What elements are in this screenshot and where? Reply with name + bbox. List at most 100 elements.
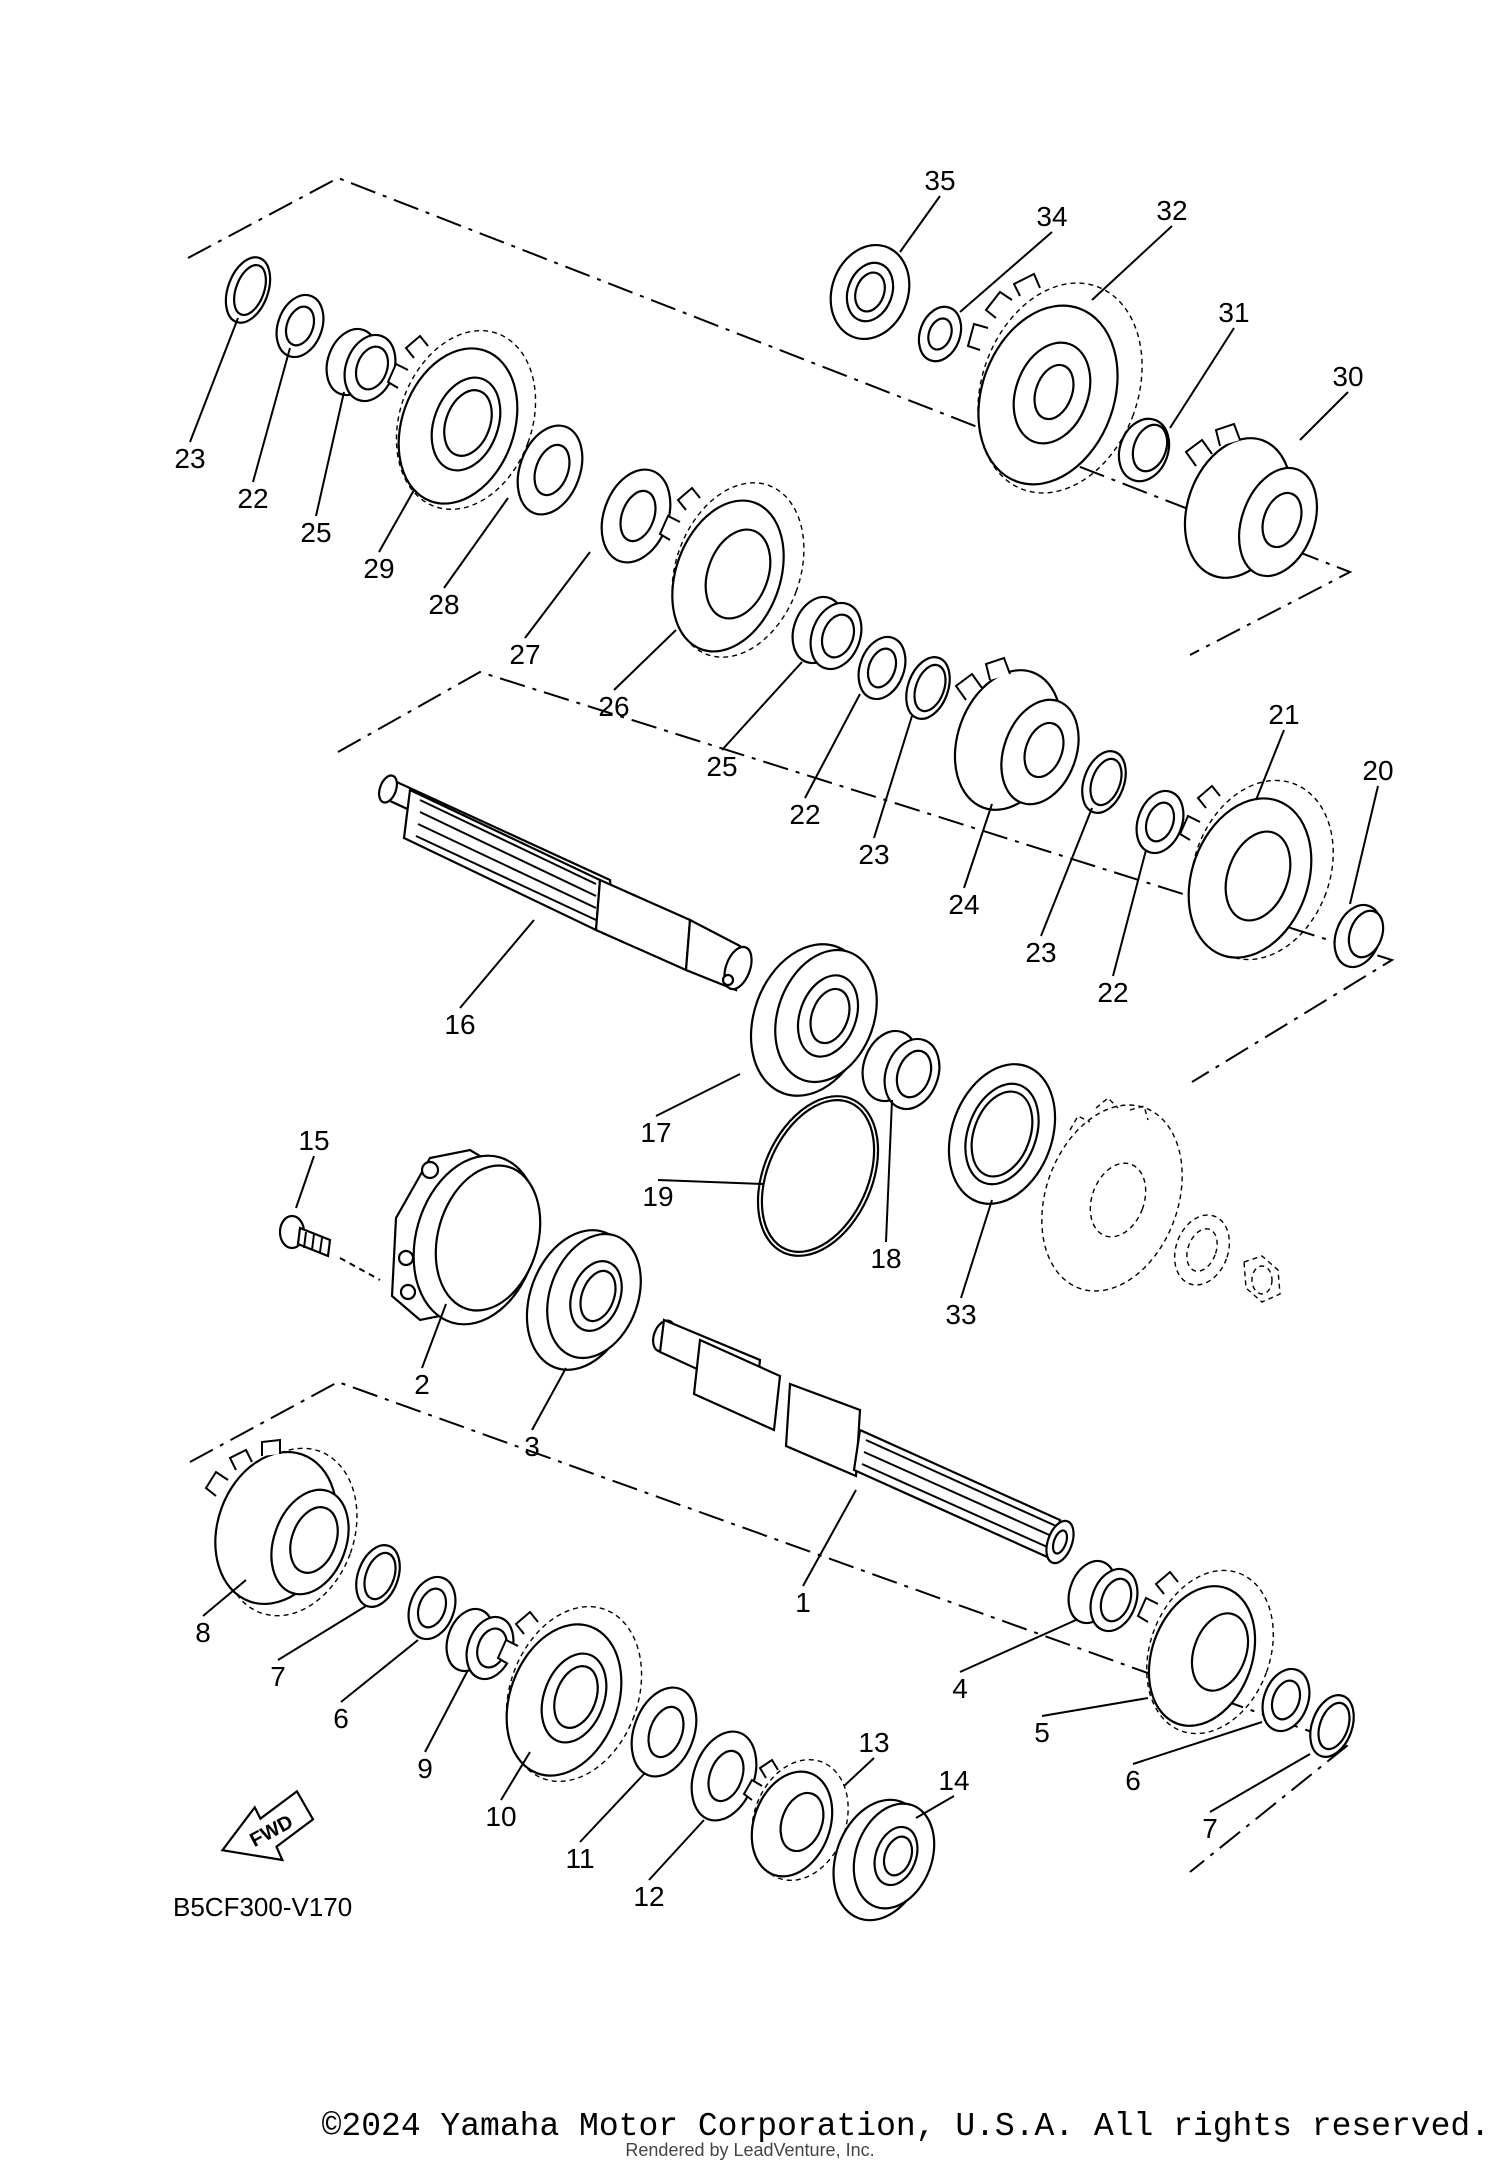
part-34-washer[interactable] xyxy=(912,301,969,367)
part-29-gear[interactable] xyxy=(373,311,560,529)
callout-12[interactable]: 12 xyxy=(633,1881,664,1912)
part-4-bushing[interactable] xyxy=(1060,1554,1145,1637)
callout-6[interactable]: 6 xyxy=(333,1703,349,1734)
callout-30[interactable]: 30 xyxy=(1332,361,1363,392)
callout-18[interactable]: 18 xyxy=(870,1243,901,1274)
callout-25[interactable]: 25 xyxy=(300,517,331,548)
leader-23 xyxy=(873,715,913,839)
part-8-gear[interactable] xyxy=(195,1429,380,1634)
part-20-bushing[interactable] xyxy=(1326,898,1389,973)
part-31-bushing[interactable] xyxy=(1111,412,1178,489)
callout-32[interactable]: 32 xyxy=(1156,195,1187,226)
callout-13[interactable]: 13 xyxy=(858,1727,889,1758)
leader-33 xyxy=(960,1199,993,1299)
part-17-bearing[interactable] xyxy=(731,928,895,1113)
part-2-housing[interactable] xyxy=(390,1141,557,1339)
part-15-bolt[interactable] xyxy=(278,1214,381,1281)
part-23-circlip-c[interactable] xyxy=(1074,745,1133,819)
part-26-gear[interactable] xyxy=(649,464,827,676)
leader-12 xyxy=(648,1819,705,1881)
callout-23[interactable]: 23 xyxy=(1025,937,1056,968)
callout-22[interactable]: 22 xyxy=(1097,977,1128,1008)
callout-28[interactable]: 28 xyxy=(428,589,459,620)
part-25-needle-bearing-b[interactable] xyxy=(784,590,870,676)
part-22-washer-b[interactable] xyxy=(850,630,913,705)
callout-11[interactable]: 11 xyxy=(565,1843,594,1874)
leader-25 xyxy=(315,391,345,517)
callout-33[interactable]: 33 xyxy=(945,1299,976,1330)
leader-13 xyxy=(843,1757,875,1787)
part-23-circlip-b[interactable] xyxy=(898,651,957,725)
callout-23[interactable]: 23 xyxy=(858,839,889,870)
callout-19[interactable]: 19 xyxy=(642,1181,673,1212)
callout-6[interactable]: 6 xyxy=(1125,1765,1141,1796)
callout-8[interactable]: 8 xyxy=(195,1617,211,1648)
fwd-arrow-icon: FWD xyxy=(220,1789,315,1862)
part-16-drive-axle[interactable] xyxy=(376,773,757,993)
callout-14[interactable]: 14 xyxy=(938,1765,969,1796)
part-1-main-axle[interactable] xyxy=(649,1318,1079,1567)
callout-35[interactable]: 35 xyxy=(924,165,955,196)
leader-19 xyxy=(657,1179,765,1185)
part-25-needle-bearing[interactable] xyxy=(318,322,404,408)
callout-25[interactable]: 25 xyxy=(706,751,737,782)
callout-17[interactable]: 17 xyxy=(640,1117,671,1148)
part-35-bearing[interactable] xyxy=(818,234,922,350)
part-23-circlip[interactable] xyxy=(218,251,279,329)
upper-shaft-outline xyxy=(187,176,1353,656)
part-33-oil-seal[interactable] xyxy=(930,1049,1073,1219)
leader-17 xyxy=(655,1073,741,1117)
part-22-washer-c[interactable] xyxy=(1128,784,1191,859)
part-3-bearing[interactable] xyxy=(508,1215,657,1385)
part-18-collar[interactable] xyxy=(853,1023,948,1116)
callout-9[interactable]: 9 xyxy=(417,1753,433,1784)
callout-27[interactable]: 27 xyxy=(509,639,540,670)
callout-22[interactable]: 22 xyxy=(789,799,820,830)
callout-15[interactable]: 15 xyxy=(298,1125,329,1156)
part-6-washer[interactable] xyxy=(400,1570,463,1645)
copyright-notice: ©2024 Yamaha Motor Corporation, U.S.A. A… xyxy=(321,2108,1490,2145)
callout-29[interactable]: 29 xyxy=(363,553,394,584)
callout-26[interactable]: 26 xyxy=(598,691,629,722)
rendered-by-credit: Rendered by LeadVenture, Inc. xyxy=(625,2140,875,2160)
upper-row-parts xyxy=(218,234,1389,979)
callout-3[interactable]: 3 xyxy=(524,1431,540,1462)
callout-21[interactable]: 21 xyxy=(1268,699,1299,730)
part-19-oring[interactable] xyxy=(735,1077,902,1274)
leader-8 xyxy=(202,1579,247,1617)
part-7-circlip-b[interactable] xyxy=(1302,1689,1361,1763)
callout-23[interactable]: 23 xyxy=(174,443,205,474)
callout-2[interactable]: 2 xyxy=(414,1369,430,1400)
leader-18 xyxy=(885,1099,893,1243)
part-11-tab-washer[interactable] xyxy=(620,1679,708,1786)
callout-16[interactable]: 16 xyxy=(444,1009,475,1040)
callout-7[interactable]: 7 xyxy=(270,1661,286,1692)
callout-1[interactable]: 1 xyxy=(795,1587,811,1618)
callout-31[interactable]: 31 xyxy=(1218,297,1249,328)
callout-20[interactable]: 20 xyxy=(1362,755,1393,786)
callout-22[interactable]: 22 xyxy=(237,483,268,514)
part-28-tab-washer[interactable] xyxy=(506,417,594,524)
callout-34[interactable]: 34 xyxy=(1036,201,1067,232)
part-14-bearing[interactable] xyxy=(817,1787,948,1934)
part-27-tab-washer[interactable] xyxy=(590,460,683,572)
part-30-gear[interactable] xyxy=(1166,422,1331,593)
part-6-washer-b[interactable] xyxy=(1254,1662,1317,1737)
callout-7[interactable]: 7 xyxy=(1202,1813,1218,1844)
part-22-washer[interactable] xyxy=(268,288,331,363)
callout-10[interactable]: 10 xyxy=(485,1801,516,1832)
part-24-gear[interactable] xyxy=(936,655,1092,825)
callout-4[interactable]: 4 xyxy=(952,1673,968,1704)
part-10-gear[interactable] xyxy=(483,1588,665,1801)
part-21-gear[interactable] xyxy=(1167,760,1358,979)
part-7-circlip[interactable] xyxy=(348,1539,407,1613)
callout-24[interactable]: 24 xyxy=(948,889,979,920)
leader-22 xyxy=(804,693,861,799)
part-5-gear[interactable] xyxy=(1125,1553,1295,1752)
leader-7 xyxy=(1209,1753,1311,1813)
part-12-tab-washer[interactable] xyxy=(680,1723,768,1830)
callout-5[interactable]: 5 xyxy=(1034,1717,1050,1748)
part-32-gear[interactable] xyxy=(950,260,1170,516)
